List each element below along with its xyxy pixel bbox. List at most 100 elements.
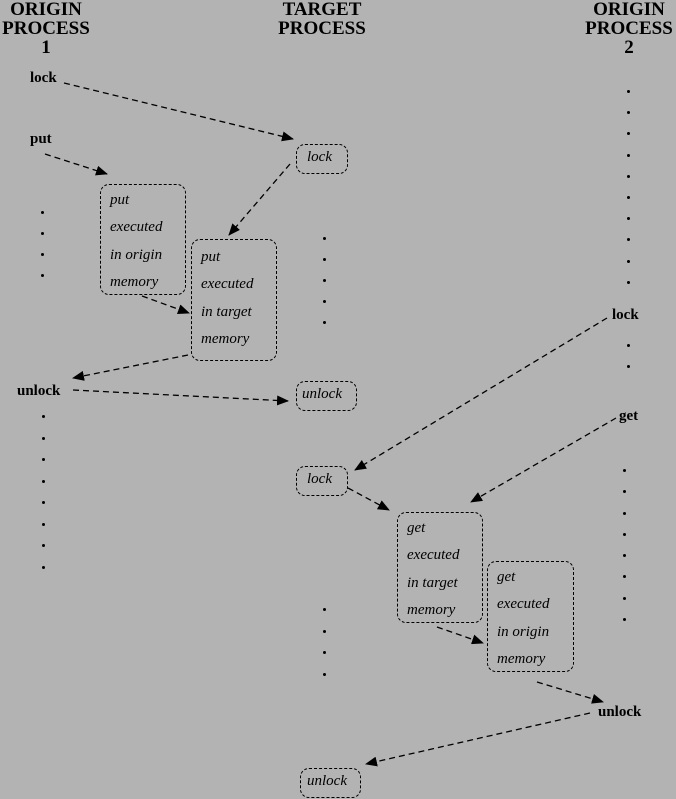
dot [322, 672, 326, 676]
header-origin-process-2: ORIGIN PROCESS 2 [582, 0, 676, 57]
arrow-target-lock-to-put-target-box [228, 163, 291, 236]
box-line: memory [110, 273, 159, 290]
dot [322, 321, 326, 324]
header-line: 1 [41, 37, 51, 58]
target-unlock-box-2: unlock [300, 768, 361, 798]
origin1-put-label: put [30, 131, 52, 147]
header-line: TARGET [282, 0, 362, 20]
origin2-dots-top [625, 90, 631, 284]
get-executed-in-origin-box: get executed in origin memory [487, 561, 574, 672]
dot [622, 490, 626, 494]
dot [41, 544, 45, 547]
dot [322, 258, 326, 261]
target-unlock-label: unlock [302, 386, 342, 402]
target-unlock-label: unlock [307, 773, 347, 789]
origin1-unlock-label: unlock [17, 383, 61, 399]
box-line: in target [407, 574, 458, 591]
dot [622, 469, 626, 472]
header-line: 2 [624, 37, 634, 58]
dot [322, 300, 326, 303]
dot [41, 501, 45, 504]
arrow-put-origin-box-to-put-target-box [141, 295, 190, 314]
put-executed-in-origin-box: put executed in origin memory [100, 184, 186, 295]
dot [626, 280, 630, 284]
box-line: in origin [110, 246, 163, 263]
header-line: PROCESS [585, 18, 673, 39]
arrow-origin1-lock-to-target-lock [63, 82, 294, 142]
target-lock-label: lock [307, 149, 332, 165]
dot [322, 608, 326, 611]
get-executed-in-target-box: get executed in target memory [397, 512, 483, 623]
dot [322, 651, 326, 654]
dot [622, 554, 626, 558]
dot [41, 565, 45, 569]
box-line: executed [201, 276, 254, 293]
header-origin-process-1: ORIGIN PROCESS 1 [0, 0, 92, 57]
arrow-origin2-unlock-to-target-unlock [365, 712, 591, 767]
dot [626, 259, 630, 263]
arrow-origin2-get-to-get-target-box [470, 417, 617, 503]
origin2-lock-label: lock [612, 307, 639, 323]
dot [41, 522, 45, 526]
header-line: PROCESS [278, 18, 366, 39]
dot [40, 274, 44, 277]
box-line: put [201, 249, 221, 265]
target-lock-label: lock [307, 471, 332, 487]
dot [322, 237, 326, 240]
dot [322, 629, 326, 633]
dot [41, 436, 45, 440]
arrow-origin2-lock-to-target-lock [354, 317, 608, 471]
arrow-target-lock-to-get-target-box [347, 487, 390, 511]
box-line: executed [497, 596, 550, 613]
dot [622, 618, 626, 622]
origin1-lock-label: lock [30, 70, 57, 86]
arrow-get-target-box-to-get-origin-box [436, 626, 484, 645]
dot [40, 232, 44, 235]
header-line: ORIGIN [10, 0, 82, 20]
box-line: in target [201, 303, 252, 320]
dot [626, 132, 630, 136]
box-line: executed [110, 219, 163, 236]
target-dots-upper [321, 237, 327, 324]
origin2-unlock-label: unlock [598, 704, 642, 720]
target-unlock-box-1: unlock [296, 381, 357, 411]
dot [626, 238, 630, 242]
box-line: put [110, 192, 130, 208]
origin1-dots-lower [40, 415, 46, 569]
arrow-put-target-box-to-origin1-unlock [72, 354, 189, 381]
dot [41, 415, 45, 418]
dot [622, 596, 626, 600]
dot [626, 153, 630, 157]
header-line: PROCESS [2, 18, 90, 39]
target-lock-box-1: lock [296, 144, 348, 174]
box-line: memory [201, 330, 250, 347]
dot [40, 211, 44, 214]
header-line: ORIGIN [593, 0, 665, 20]
origin2-dots-bottom [621, 469, 627, 622]
arrow-get-origin-box-to-origin2-unlock [536, 681, 604, 704]
dot [626, 365, 630, 368]
box-line: get [407, 520, 426, 536]
box-line: memory [407, 601, 456, 618]
arrow-origin1-unlock-to-target-unlock [72, 389, 289, 406]
dot [626, 111, 630, 115]
box-line: executed [407, 547, 460, 564]
target-lock-box-2: lock [296, 466, 348, 496]
box-line: in origin [497, 623, 550, 640]
dot [40, 253, 44, 256]
dot [622, 511, 626, 515]
dot [626, 344, 630, 347]
dot [626, 217, 630, 221]
box-line: memory [497, 650, 546, 667]
dot [41, 458, 45, 461]
dot [626, 174, 630, 178]
arrow-origin1-put-to-put-origin-box [44, 153, 108, 176]
origin1-dots-upper [39, 211, 45, 277]
put-executed-in-target-box: put executed in target memory [191, 239, 277, 361]
dot [322, 279, 326, 282]
box-line: get [497, 569, 516, 585]
dot [626, 90, 630, 93]
dot [626, 195, 630, 199]
dot [622, 532, 626, 536]
